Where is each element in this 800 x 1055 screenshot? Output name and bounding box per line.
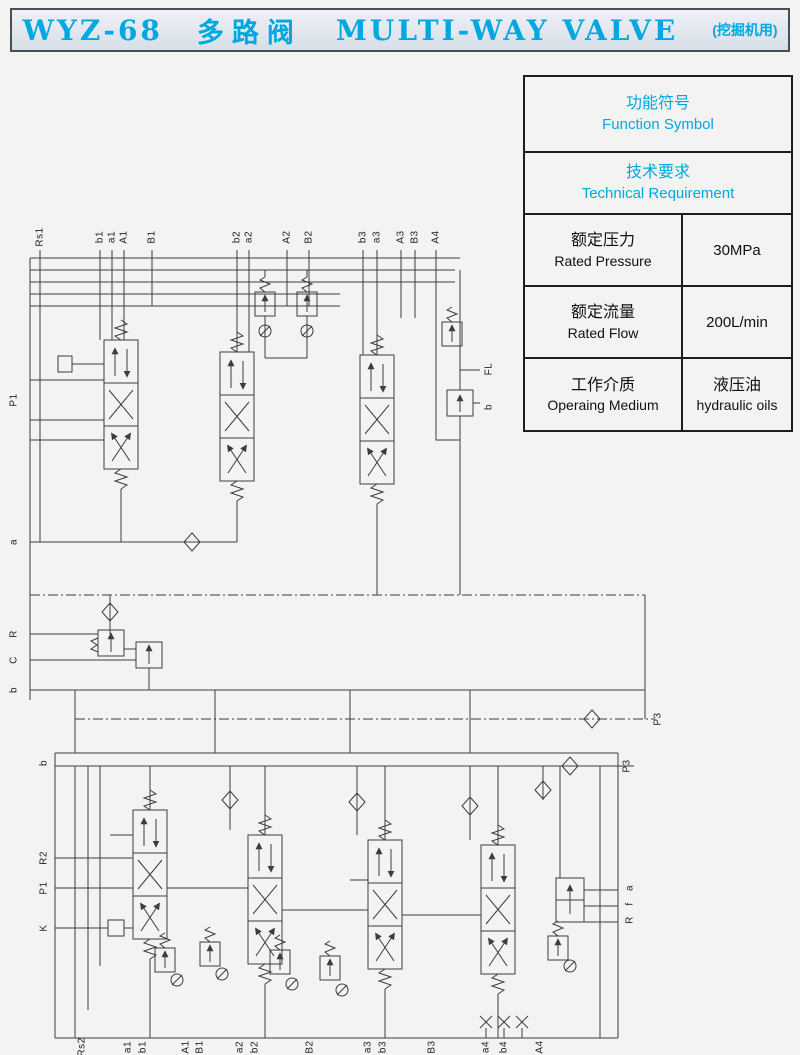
port-label-b: b xyxy=(483,403,495,411)
rated-flow-value-cell: 200L/min xyxy=(681,287,791,357)
port-label-a2: a2 xyxy=(234,1040,246,1054)
port-label-B1: B1 xyxy=(146,230,158,244)
rated-flow-label: 额定流量 Rated Flow xyxy=(525,287,681,357)
port-label-a: a xyxy=(8,538,20,546)
rated-pressure-label: 额定压力 Rated Pressure xyxy=(525,215,681,285)
spec-row-operating-medium: 工作介质 Operaing Medium 液压油 hydraulic oils xyxy=(525,357,791,430)
operating-medium-en: Operaing Medium xyxy=(547,397,659,414)
port-label-Rs1: Rs1 xyxy=(34,227,46,247)
port-label-a4: a4 xyxy=(480,1040,492,1054)
port-label-B3: B3 xyxy=(409,230,421,244)
port-label-A3: A3 xyxy=(395,230,407,244)
port-label-b4: b4 xyxy=(498,1040,510,1054)
port-label-A2: A2 xyxy=(281,230,293,244)
port-label-A1: A1 xyxy=(180,1040,192,1054)
port-label-b1: b1 xyxy=(137,1040,149,1054)
operating-medium-value-en: hydraulic oils xyxy=(696,397,778,414)
title-english: MULTI-WAY VALVE xyxy=(335,13,679,47)
rated-pressure-cn: 额定压力 xyxy=(570,232,635,250)
operating-medium-value-cn: 液压油 xyxy=(712,376,761,394)
port-label-A1: A1 xyxy=(118,230,130,244)
function-symbol-cn: 功能符号 xyxy=(625,95,690,113)
port-label-P1: P1 xyxy=(38,881,50,895)
port-label-R2: R2 xyxy=(38,851,50,865)
spec-row-technical-requirement: 技术要求 Technical Requirement xyxy=(525,151,791,213)
title-chinese: 多路阀 xyxy=(196,17,302,48)
port-label-b: b xyxy=(38,759,50,767)
port-label-P3: P3 xyxy=(652,712,664,726)
port-label-b2: b2 xyxy=(231,230,243,244)
technical-requirement-cn: 技术要求 xyxy=(625,164,690,182)
rated-pressure-value: 30MPa xyxy=(713,241,761,259)
rated-pressure-en: Rated Pressure xyxy=(554,252,652,269)
port-label-Rs2: Rs2 xyxy=(76,1037,88,1055)
port-label-f: f xyxy=(624,902,636,906)
port-label-A4: A4 xyxy=(534,1040,546,1054)
rated-flow-value: 200L/min xyxy=(706,313,768,331)
port-label-a3: a3 xyxy=(362,1040,374,1054)
title-suffix: (挖掘机用) xyxy=(712,22,778,38)
port-label-a2: a2 xyxy=(243,230,255,244)
title-banner: WYZ-68 多路阀 MULTI-WAY VALVE (挖掘机用) xyxy=(10,8,790,52)
port-label-b3: b3 xyxy=(357,230,369,244)
port-label-b3: b3 xyxy=(377,1040,389,1054)
port-label-B1: B1 xyxy=(194,1040,206,1054)
operating-medium-value-cell: 液压油 hydraulic oils xyxy=(681,359,791,430)
port-label-A4: A4 xyxy=(430,230,442,244)
port-label-b1: b1 xyxy=(94,230,106,244)
port-label-b2: b2 xyxy=(249,1040,261,1054)
port-label-P1: P1 xyxy=(8,393,20,407)
rated-flow-cn: 额定流量 xyxy=(570,304,635,322)
port-label-b: b xyxy=(8,686,20,694)
port-label-FL: FL xyxy=(483,362,495,376)
port-label-C: C xyxy=(8,656,20,664)
port-label-P3: P3 xyxy=(621,759,633,773)
spec-row-rated-flow: 额定流量 Rated Flow 200L/min xyxy=(525,285,791,357)
port-label-K: K xyxy=(38,924,50,932)
operating-medium-cn: 工作介质 xyxy=(570,376,635,394)
port-label-a3: a3 xyxy=(371,230,383,244)
port-label-B3: B3 xyxy=(426,1040,438,1054)
port-label-B2: B2 xyxy=(303,230,315,244)
port-label-R: R xyxy=(8,630,20,638)
port-label-R: R xyxy=(624,916,636,924)
operating-medium-label: 工作介质 Operaing Medium xyxy=(525,359,681,430)
rated-pressure-value-cell: 30MPa xyxy=(681,215,791,285)
technical-requirement-en: Technical Requirement xyxy=(581,185,735,203)
model-code: WYZ-68 xyxy=(22,13,163,47)
port-label-a: a xyxy=(624,884,636,892)
rated-flow-en: Rated Flow xyxy=(567,324,639,341)
port-label-B2: B2 xyxy=(304,1040,316,1054)
port-label-a1: a1 xyxy=(106,230,118,244)
spec-row-function-symbol: 功能符号 Function Symbol xyxy=(525,77,791,151)
port-label-a1: a1 xyxy=(122,1040,134,1054)
spec-table: 功能符号 Function Symbol 技术要求 Technical Requ… xyxy=(523,75,793,432)
spec-row-rated-pressure: 额定压力 Rated Pressure 30MPa xyxy=(525,213,791,285)
function-symbol-en: Function Symbol xyxy=(602,116,714,134)
